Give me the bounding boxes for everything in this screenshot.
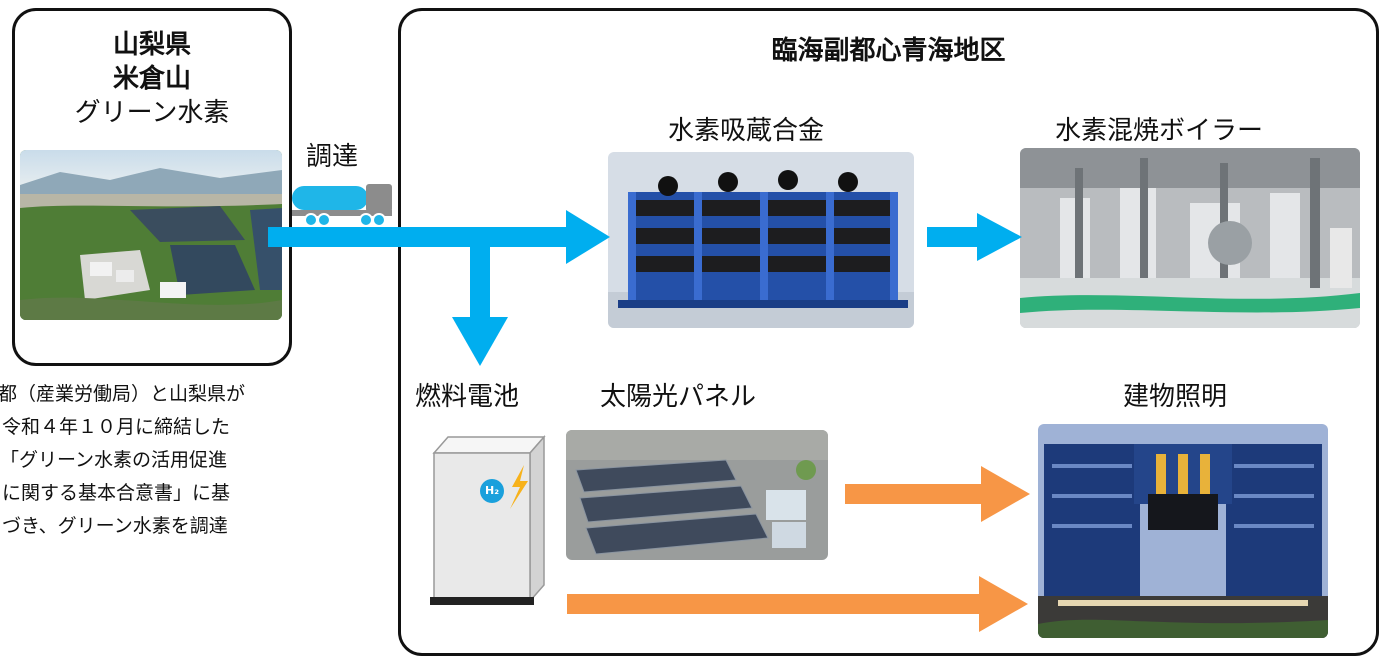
note-line: 令和４年１０月に締結した [2,416,231,438]
fuel-cell-to-lighting-line [567,594,981,614]
note-line: 都（産業労働局）と山梨県が [0,383,246,405]
note-line: に関する基本合意書」に基 [2,482,231,504]
source-box [12,8,292,366]
fuel-cell-unit: H₂ [428,435,550,607]
arrow-to-boiler [977,213,1022,261]
alloy-to-boiler-line [927,227,979,247]
hydrogen-storage-alloy-photo [608,152,914,328]
source-site: 米倉山 [112,64,191,94]
yonekurayama-aerial-photo [20,150,282,320]
solar-label: 太陽光パネル [600,382,757,412]
fuel-cell-label: 燃料電池 [415,382,520,412]
district-box [398,8,1379,656]
hydrogen-branch-line [470,227,490,319]
source-product: グリーン水素 [74,98,230,128]
boiler-label: 水素混焼ボイラー [1055,116,1264,146]
note-line: づき、グリーン水素を調達 [2,515,228,537]
transport-label: 調達 [306,142,359,172]
source-prefecture: 山梨県 [112,30,191,60]
arrow-fuel-cell-to-lighting [979,576,1028,632]
hydrogen-boiler-photo [1020,148,1360,328]
hydrogen-truck-icon [292,184,392,227]
building-lighting-photo [1038,424,1328,638]
lighting-label: 建物照明 [1123,382,1228,412]
solar-to-lighting-line [845,484,983,504]
solar-panel-photo [566,430,828,560]
arrow-to-alloy [566,210,610,264]
hydrogen-badge-text: H₂ [484,484,500,497]
hydrogen-main-line [268,227,568,247]
arrow-to-fuel-cell [452,317,508,366]
note-line: 「グリーン水素の活用促進 [0,449,228,471]
district-title: 臨海副都心青海地区 [771,36,1006,66]
alloy-label: 水素吸蔵合金 [668,116,825,146]
arrow-solar-to-lighting [981,466,1030,522]
